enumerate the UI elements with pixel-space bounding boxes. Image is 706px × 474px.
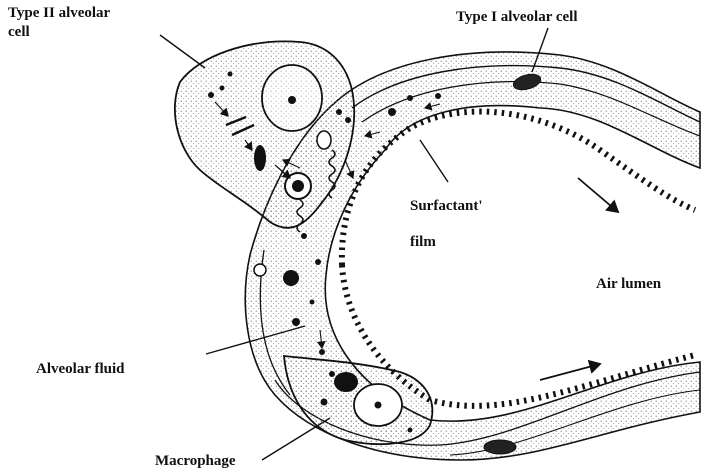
label-air-lumen: Air lumen xyxy=(596,275,661,294)
label-surfactant-film: Surfactant' film xyxy=(410,188,483,260)
flow-arrow-lower xyxy=(540,364,600,380)
label-macrophage: Macrophage xyxy=(155,452,236,471)
label-type2-line2: cell xyxy=(8,23,110,42)
label-type1-cell: Type I alveolar cell xyxy=(456,8,578,27)
label-surfactant-line1: Surfactant' xyxy=(410,188,483,224)
leader-surfactant xyxy=(420,140,448,182)
label-type2-line1: Type II alveolar xyxy=(8,4,110,23)
leader-macrophage xyxy=(262,418,330,460)
macrophage xyxy=(284,356,432,444)
label-type2-cell: Type II alveolar cell xyxy=(8,4,110,42)
leader-type2 xyxy=(160,35,205,68)
label-alveolar-fluid: Alveolar fluid xyxy=(36,360,124,379)
label-surfactant-line2: film xyxy=(410,224,483,260)
type1-nucleus-bottom xyxy=(484,440,516,454)
flow-arrow-upper xyxy=(578,178,618,212)
